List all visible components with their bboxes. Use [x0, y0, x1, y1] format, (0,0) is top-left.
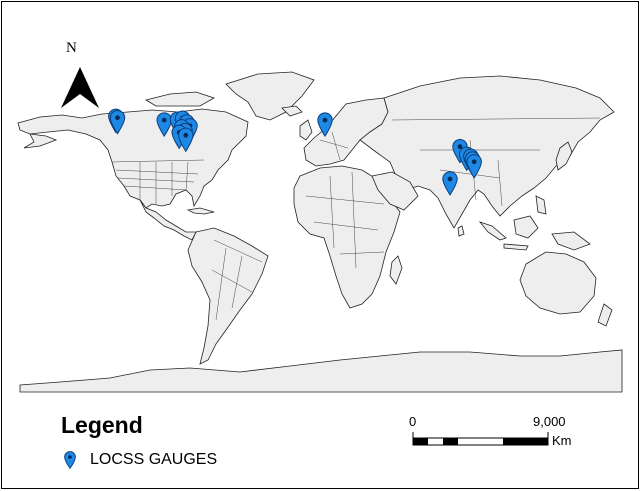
map-pin-icon [178, 127, 194, 153]
land-antarctica [19, 349, 623, 393]
land-madagascar [389, 255, 403, 285]
map-pin-icon [64, 451, 76, 469]
land-sri-lanka [457, 225, 465, 237]
land-arctic-islands [144, 91, 215, 107]
land-australia [519, 251, 597, 315]
land-north-america [17, 108, 249, 209]
scale-bar-end-label: 9,000 [533, 414, 566, 429]
land-asia [359, 75, 615, 229]
gauge-marker-france[interactable] [317, 112, 333, 138]
scale-bar-unit: Km [552, 433, 572, 448]
gauge-markers[interactable] [108, 108, 482, 196]
map-pin-dot [457, 144, 463, 150]
land-java [503, 243, 529, 251]
map-pin-dot [183, 132, 189, 138]
map-pin-dot [471, 159, 477, 165]
land-philippines [535, 195, 547, 215]
land-new-zealand [597, 303, 613, 327]
land-cuba [186, 207, 215, 215]
gauge-marker-us-southeast[interactable] [178, 127, 194, 153]
country-borders [111, 117, 601, 321]
scale-bar-start-label: 0 [409, 414, 417, 429]
landmasses [17, 71, 623, 393]
land-south-america [187, 227, 269, 365]
map-pin-dot [115, 115, 120, 121]
map-pin-dot [322, 117, 328, 123]
land-sumatra [478, 221, 507, 241]
land-uk [299, 119, 313, 141]
map-pin-icon [466, 154, 482, 179]
map-pin-icon [109, 110, 126, 135]
map-pin-dot [447, 176, 453, 182]
land-alaska-peninsula [23, 133, 58, 149]
map-pin-dot [161, 117, 167, 123]
map-pin-icon [317, 112, 333, 138]
land-africa [293, 165, 401, 309]
north-arrow [61, 67, 99, 108]
land-iceland [281, 105, 303, 117]
legend-item-locss-gauges: LOCSS GAUGES [64, 447, 217, 473]
gauge-marker-us-midwest[interactable] [156, 112, 172, 138]
north-arrow-label: N [66, 40, 77, 56]
map-pin-icon [442, 171, 458, 196]
land-borneo [513, 215, 539, 239]
map-pin-icon [156, 112, 172, 138]
gauge-marker-us-west-2[interactable] [109, 110, 126, 135]
gauge-marker-myanmar-2[interactable] [466, 154, 482, 179]
legend-item-label: LOCSS GAUGES [90, 451, 218, 468]
land-japan [555, 141, 573, 171]
legend-title: Legend [61, 412, 143, 438]
scale-bar [412, 432, 549, 446]
land-arabia [371, 171, 419, 211]
gauge-marker-india-south[interactable] [442, 171, 458, 196]
land-new-guinea [551, 231, 591, 251]
